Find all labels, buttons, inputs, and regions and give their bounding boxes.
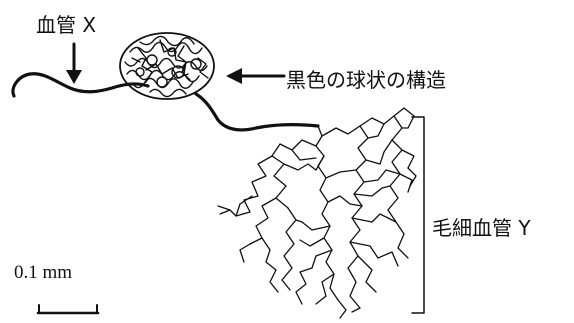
label-scale: 0.1 mm <box>14 262 73 283</box>
arrow-down-icon <box>66 42 82 84</box>
label-vessel-x: 血管 X <box>36 13 97 37</box>
glomerulus-ball <box>119 32 215 100</box>
bracket <box>411 116 425 314</box>
label-capillary-y: 毛細血管 Y <box>432 216 531 240</box>
vessel-x <box>11 72 320 132</box>
capillary-network <box>217 107 417 319</box>
arrow-left-icon <box>226 68 286 84</box>
label-black-ball: 黒色の球状の構造 <box>286 68 446 92</box>
